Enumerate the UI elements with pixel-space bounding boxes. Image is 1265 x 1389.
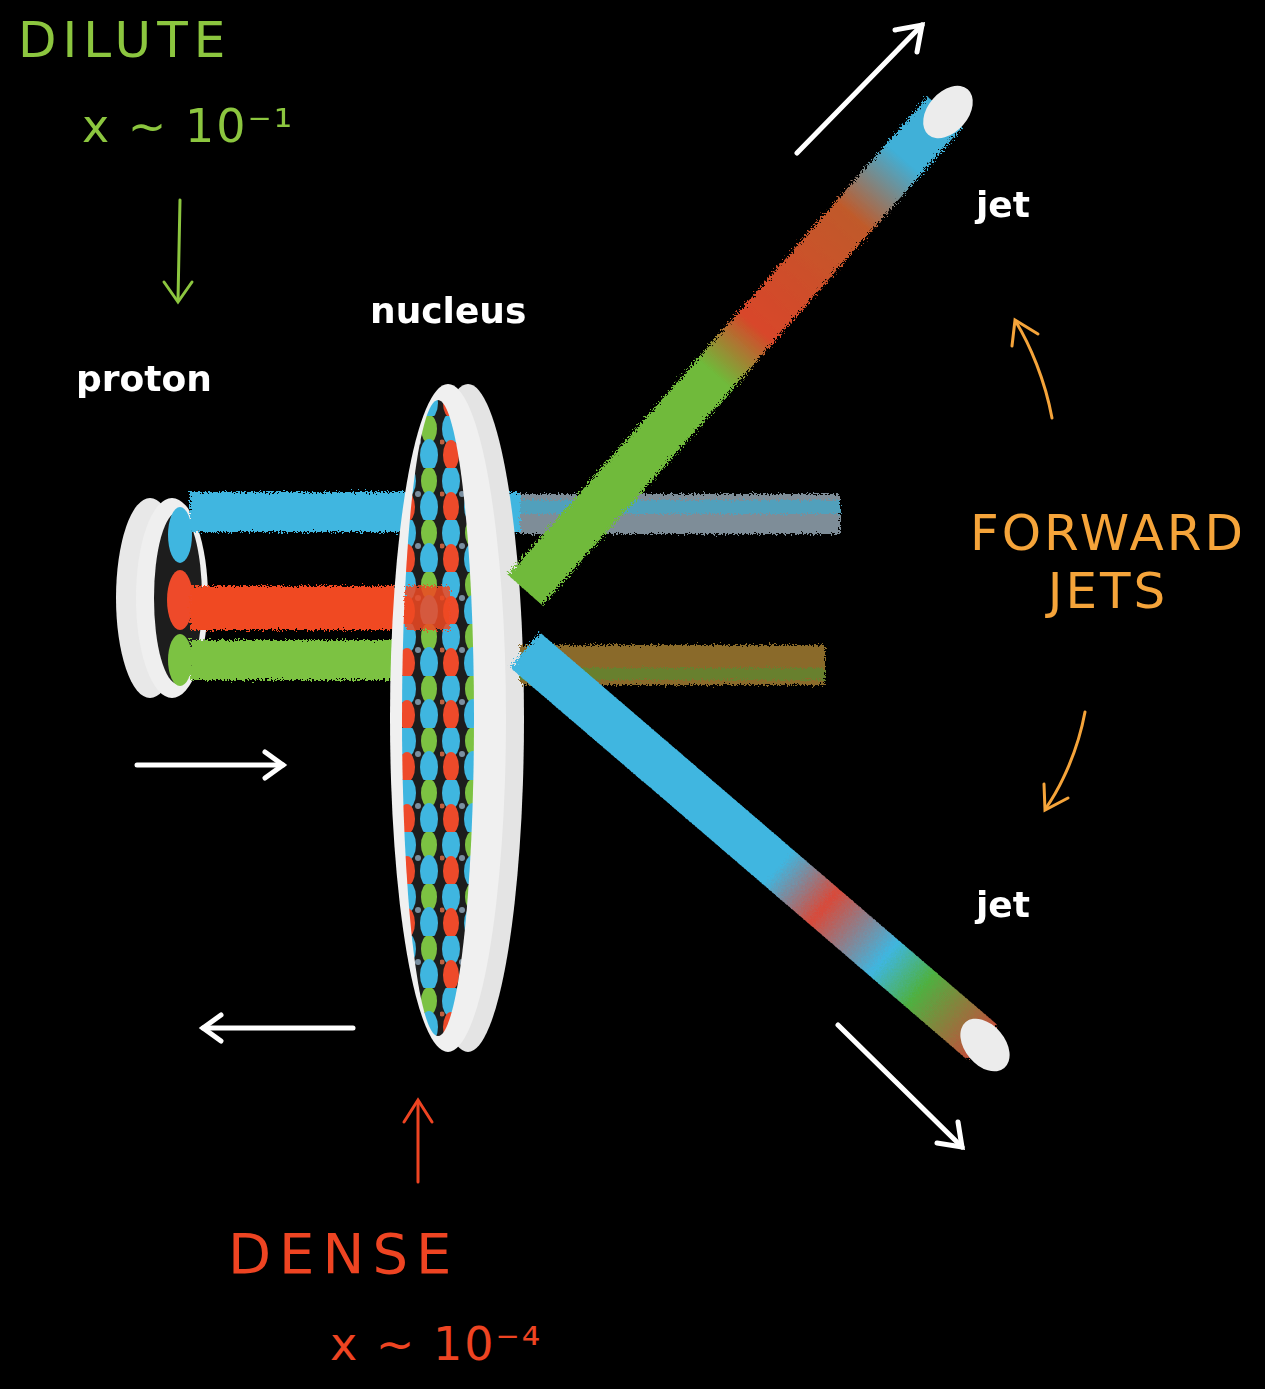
jet-cap — [913, 76, 983, 148]
callout-label: FORWARD JETS — [958, 505, 1258, 620]
motion-arrow — [797, 25, 922, 153]
jet-cap — [950, 1009, 1019, 1081]
nucleus-rim — [390, 384, 506, 1052]
quark — [168, 507, 192, 563]
motion-arrow — [137, 763, 283, 768]
part-name: jet — [976, 884, 1076, 925]
arrow-head — [937, 1122, 962, 1147]
nucleus-disk — [390, 384, 524, 1052]
jet-tube — [525, 112, 945, 590]
motion-arrow — [838, 1025, 962, 1147]
regime-label: DILUTE — [18, 12, 338, 70]
arrow-head — [164, 282, 192, 302]
bjorken-x: x ~ 10⁻⁴ — [330, 1318, 590, 1371]
jets — [525, 76, 1020, 1081]
arrow-head — [1044, 784, 1068, 810]
leader-arrow — [1046, 712, 1085, 808]
quark — [167, 570, 193, 630]
quark — [168, 634, 192, 686]
jet-tube — [525, 650, 982, 1042]
arrow-head — [265, 752, 283, 778]
arrow-head — [203, 1015, 221, 1041]
regime-label: DENSE — [228, 1222, 588, 1286]
part-name: jet — [976, 184, 1076, 225]
leader-arrow — [417, 1102, 420, 1182]
motion-arrow — [203, 1026, 353, 1031]
beam — [405, 586, 450, 630]
part-name: nucleus — [370, 290, 570, 331]
arrow-head — [404, 1100, 432, 1122]
leader-arrow — [1016, 322, 1052, 418]
arrow-head — [1012, 320, 1038, 346]
leader-arrow — [178, 200, 180, 300]
part-name: proton — [76, 358, 256, 399]
nucleus-face — [402, 400, 474, 1036]
arrow-head — [895, 25, 922, 52]
bjorken-x: x ~ 10⁻¹ — [82, 100, 342, 153]
leader-arrows — [164, 200, 1085, 1182]
motion-arrows — [137, 25, 962, 1147]
